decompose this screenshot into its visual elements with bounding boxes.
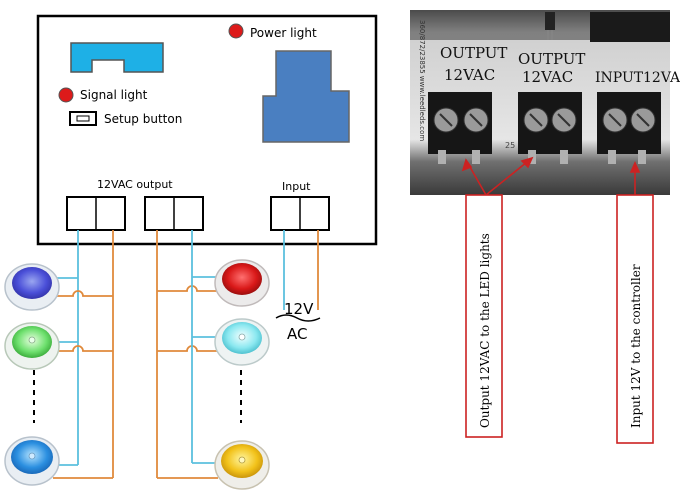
- led-light-blue: [4, 436, 60, 486]
- led-light-aqua: [214, 318, 270, 366]
- photo-output2-line2: 12VAC: [522, 68, 573, 86]
- wiring: [53, 230, 319, 479]
- photo-terminal-block-2: [518, 92, 582, 164]
- output-12vac-label: 12VAC output: [97, 178, 173, 191]
- power-module-shape: [262, 50, 350, 143]
- power-light-label: Power light: [250, 26, 317, 40]
- photo-terminal-block-1: [428, 92, 492, 164]
- photo-input-line1: INPUT: [595, 70, 644, 86]
- input-terminal: [270, 196, 330, 231]
- signal-light-label: Signal light: [80, 88, 148, 102]
- led-light-green: [4, 322, 60, 370]
- photo-terminal-number: 25: [505, 141, 515, 150]
- output-terminal-1: [66, 196, 126, 231]
- led-light-purple: [4, 263, 60, 311]
- output-callout-text: Output 12VAC to the LED lights: [478, 233, 492, 428]
- callout-arrows: [461, 156, 641, 196]
- input-label: Input: [282, 180, 311, 193]
- photo-pcb-text: 360/872/23855 www.leedleds.com: [418, 20, 426, 141]
- input-callout-text: Input 12V to the controller: [629, 264, 643, 428]
- photo-terminal-block-3: [597, 92, 661, 164]
- setup-button-inner: [76, 115, 90, 122]
- photo-output1-line1: OUTPUT: [440, 44, 507, 62]
- power-light-indicator: [228, 23, 244, 39]
- output-terminal-2: [144, 196, 204, 231]
- photo-output2-line1: OUTPUT: [518, 50, 585, 68]
- led-light-red: [214, 259, 270, 307]
- led-light-yellow: [214, 440, 270, 490]
- terminal-photo: 360/872/23855 www.leedleds.com OUTPUT 12…: [410, 10, 680, 195]
- ac-symbol-wave: [275, 314, 321, 322]
- photo-output1-line2: 12VAC: [444, 66, 495, 84]
- ac-voltage-label: 12V: [284, 300, 314, 318]
- ac-type-label: AC: [287, 325, 307, 343]
- photo-input-line2: 12VA: [643, 70, 680, 86]
- output-callout-box: [465, 194, 503, 438]
- input-callout-box: [616, 194, 654, 444]
- signal-light-indicator: [58, 87, 74, 103]
- setup-button-label: Setup button: [104, 112, 182, 126]
- signal-module-shape: [70, 42, 164, 73]
